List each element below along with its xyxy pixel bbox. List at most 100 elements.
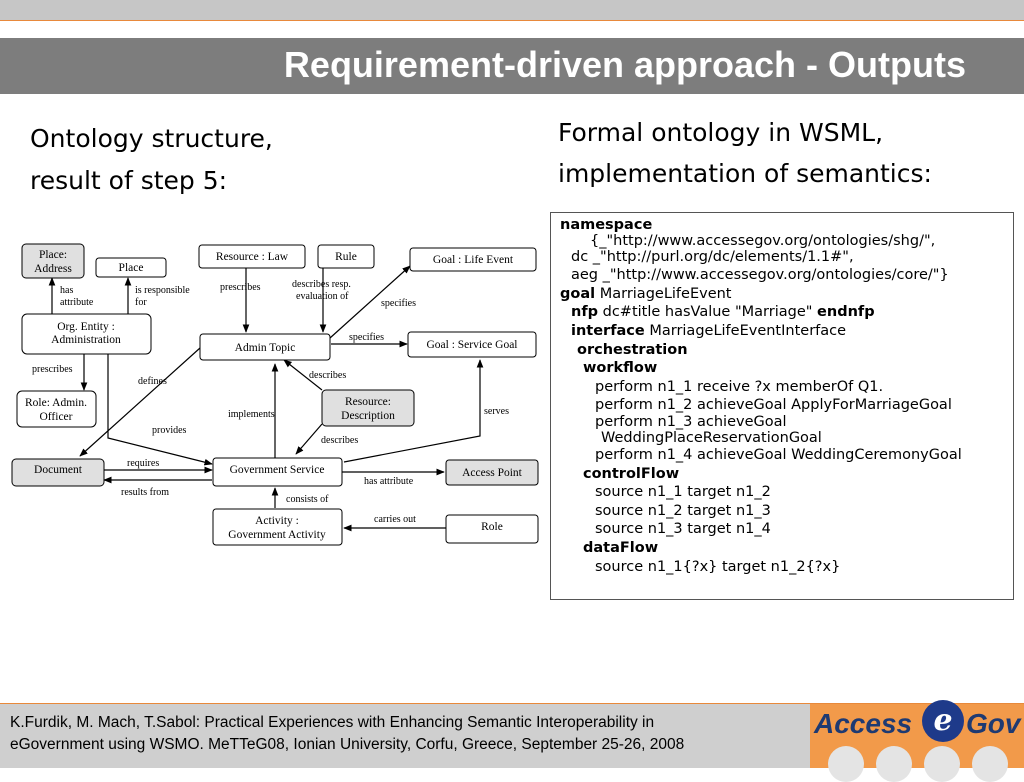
- right-heading: Formal ontology in WSML, implementation …: [558, 112, 932, 194]
- diagram-edges: [48, 265, 484, 532]
- node-goal-service-goal-label: Goal : Service Goal: [426, 339, 517, 351]
- top-accent-line: [0, 20, 1024, 21]
- label-implements: implements: [228, 409, 275, 420]
- right-heading-line-2: implementation of semantics:: [558, 159, 932, 188]
- wsml-code-box: namespace {_"http://www.accessegov.org/o…: [550, 212, 1014, 600]
- node-resource-description: Resource: Description: [321, 389, 415, 427]
- node-resource-law-label: Resource : Law: [216, 251, 289, 263]
- code-line: controlFlow: [583, 465, 680, 482]
- footer-citation-line-2: eGovernment using WSMO. MeTTeG08, Ionian…: [10, 736, 685, 753]
- code-line: nfp dc#title hasValue "Marriage" endnfp: [571, 304, 875, 321]
- label-has-attribute-ap: has attribute: [364, 476, 414, 487]
- node-place-address-line-1: Place:: [39, 249, 67, 261]
- node-role: Role: [445, 514, 539, 544]
- node-document-label: Document: [34, 464, 83, 476]
- edge-defines: [79, 347, 201, 457]
- logo-circle: [972, 746, 1008, 782]
- accessegov-logo: Access e Gov: [810, 700, 1024, 782]
- node-role-admin-line-2: Officer: [40, 411, 73, 423]
- footer: K.Furdik, M. Mach, T.Sabol: Practical Ex…: [0, 700, 1024, 782]
- label-specifies-life: specifies: [381, 298, 416, 309]
- label-results-from: results from: [121, 487, 169, 498]
- top-strip: [0, 0, 1024, 20]
- code-line: dc _"http://purl.org/dc/elements/1.1#",: [571, 248, 854, 265]
- code-line: interface MarriageLifeEventInterface: [571, 322, 847, 339]
- label-prescribes-law: prescribes: [220, 282, 261, 293]
- node-role-label: Role: [481, 521, 503, 533]
- node-role-admin-line-1: Role: Admin.: [25, 397, 87, 409]
- node-place-address-line-2: Address: [34, 263, 72, 275]
- left-heading-line-1: Ontology structure,: [30, 124, 273, 153]
- node-activity-line-2: Government Activity: [228, 529, 326, 541]
- node-admin-topic: Admin Topic: [199, 333, 331, 361]
- logo-circle: [828, 746, 864, 782]
- code-line: namespace: [560, 217, 653, 233]
- label-provides: provides: [152, 425, 187, 436]
- code-line: orchestration: [577, 341, 688, 358]
- node-resource-description-line-2: Description: [341, 410, 395, 422]
- node-role-admin: Role: Admin. Officer: [16, 390, 97, 428]
- node-rule-label: Rule: [335, 251, 357, 263]
- label-consists-of: consists of: [286, 494, 329, 505]
- label-describes-resp-1: describes resp.: [292, 279, 351, 290]
- slide-title: Requirement-driven approach - Outputs: [283, 44, 966, 85]
- node-org-entity-line-2: Administration: [51, 334, 121, 346]
- node-org-entity: Org. Entity : Administration: [21, 313, 152, 355]
- node-place-address: Place: Address: [21, 243, 85, 279]
- node-org-entity-line-1: Org. Entity :: [57, 321, 115, 333]
- logo-e-icon: e: [922, 700, 964, 742]
- label-prescribes-org: prescribes: [32, 364, 73, 375]
- node-goal-life-event-label: Goal : Life Event: [433, 254, 514, 266]
- left-heading: Ontology structure, result of step 5:: [30, 118, 273, 202]
- logo-gov-text: Gov: [966, 708, 1021, 739]
- label-describes-service: describes: [321, 435, 358, 446]
- node-government-service: Government Service: [212, 457, 343, 487]
- code-line: dataFlow: [583, 539, 659, 556]
- node-access-point: Access Point: [445, 459, 539, 486]
- node-place-label: Place: [119, 262, 144, 274]
- label-serves: serves: [484, 406, 509, 417]
- code-line: perform n1_2 achieveGoal ApplyForMarriag…: [595, 397, 952, 414]
- edge-describes-service: [295, 423, 323, 455]
- code-line: perform n1_4 achieveGoal WeddingCeremony…: [595, 446, 962, 463]
- edge-specifies-life: [329, 265, 411, 339]
- node-activity: Activity : Government Activity: [212, 508, 343, 546]
- node-place: Place: [95, 257, 167, 278]
- label-defines: defines: [138, 376, 167, 387]
- edge-serves: [343, 359, 484, 463]
- footer-accent-line: [0, 703, 1024, 704]
- logo-circle: [876, 746, 912, 782]
- code-line: source n1_1 target n1_2: [595, 484, 771, 501]
- label-describes-resp-2: evaluation of: [296, 291, 349, 302]
- node-resource-description-line-1: Resource:: [345, 396, 391, 408]
- label-is-responsible-2: for: [135, 297, 147, 308]
- label-specifies-service: specifies: [349, 332, 384, 343]
- right-heading-line-1: Formal ontology in WSML,: [558, 118, 884, 147]
- label-carries-out: carries out: [374, 514, 416, 525]
- ontology-diagram: Place: Address Place Org. Entity : Admin…: [11, 243, 539, 546]
- code-line: source n1_1{?x} target n1_2{?x}: [595, 558, 841, 575]
- edge-provides: [107, 354, 213, 466]
- node-goal-service-goal: Goal : Service Goal: [407, 331, 537, 358]
- footer-citation: K.Furdik, M. Mach, T.Sabol: Practical Ex…: [10, 712, 684, 756]
- code-line: perform n1_1 receive ?x memberOf Q1.: [595, 378, 884, 395]
- label-has-attribute-2: attribute: [60, 297, 94, 308]
- node-goal-life-event: Goal : Life Event: [409, 247, 537, 272]
- code-line: perform n1_3 achieveGoal: [595, 413, 787, 430]
- logo-wordmark: Access e Gov: [810, 700, 1024, 744]
- label-has-attribute-1: has: [60, 285, 73, 296]
- node-document: Document: [11, 458, 105, 487]
- code-line: workflow: [583, 360, 658, 377]
- node-government-service-label: Government Service: [230, 464, 325, 476]
- node-rule: Rule: [317, 244, 375, 269]
- code-line: goal MarriageLifeEvent: [560, 285, 732, 302]
- title-bar: Requirement-driven approach - Outputs: [0, 38, 1024, 94]
- label-describes-topic: describes: [309, 370, 346, 381]
- code-line: source n1_2 target n1_3: [595, 502, 771, 519]
- left-heading-line-2: result of step 5:: [30, 166, 228, 195]
- label-is-responsible-1: is responsible: [135, 285, 190, 296]
- code-line: aeg _"http://www.accessegov.org/ontologi…: [571, 267, 949, 284]
- code-line: source n1_3 target n1_4: [595, 521, 771, 538]
- edge-describes-topic: [283, 359, 323, 391]
- code-line: WeddingPlaceReservationGoal: [601, 429, 822, 446]
